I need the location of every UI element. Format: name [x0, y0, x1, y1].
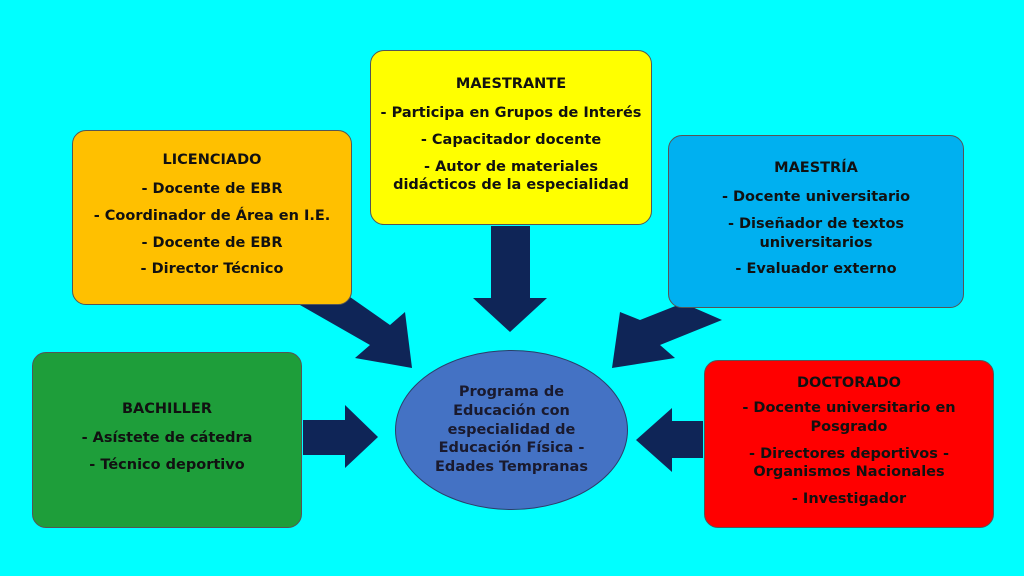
- licenciado-box: LICENCIADO - Docente de EBR - Coordinado…: [72, 130, 352, 305]
- bachiller-item: - Técnico deportivo: [89, 457, 245, 473]
- doctorado-item: - Investigador: [791, 491, 907, 508]
- licenciado-item: - Docente de EBR: [141, 180, 283, 197]
- maestria-item: - Evaluador externo: [735, 261, 897, 278]
- licenciado-item: - Director Técnico: [140, 261, 284, 278]
- maestria-item: - Diseñador de textos universitarios: [727, 215, 905, 251]
- center-text: Programa de Educación con especialidad d…: [435, 383, 588, 476]
- maestrante-box: MAESTRANTE - Participa en Grupos de Inte…: [370, 50, 652, 225]
- doctorado-item: - Docente universitario en Posgrado: [742, 399, 956, 435]
- arrow-doctorado: [636, 408, 703, 472]
- maestrante-item: - Autor de materiales didácticos de la e…: [393, 158, 629, 194]
- center-ellipse: Programa de Educación con especialidad d…: [395, 350, 628, 510]
- bachiller-box: BACHILLER - Asístete de cátedra - Técnic…: [32, 352, 302, 528]
- maestrante-item: - Participa en Grupos de Interés: [380, 104, 642, 121]
- licenciado-item: - Docente de EBR: [141, 234, 283, 251]
- arrow-bachiller: [303, 405, 378, 468]
- licenciado-item: - Coordinador de Área en I.E.: [93, 207, 331, 224]
- maestrante-item: - Capacitador docente: [420, 131, 602, 148]
- arrow-maestrante: [473, 226, 547, 332]
- maestrante-title: MAESTRANTE: [455, 75, 567, 92]
- arrow-maestria: [612, 303, 722, 368]
- maestria-title: MAESTRÍA: [774, 159, 858, 176]
- licenciado-title: LICENCIADO: [162, 151, 262, 168]
- doctorado-title: DOCTORADO: [797, 374, 901, 391]
- doctorado-item: - Directores deportivos - Organismos Nac…: [749, 445, 949, 481]
- arrow-licenciado: [300, 290, 412, 368]
- bachiller-item: - Asístete de cátedra: [81, 430, 253, 447]
- maestria-item: - Docente universitario: [721, 188, 911, 205]
- maestria-box: MAESTRÍA - Docente universitario - Diseñ…: [668, 135, 964, 308]
- doctorado-box: DOCTORADO - Docente universitario en Pos…: [704, 360, 994, 528]
- bachiller-title: BACHILLER: [122, 401, 212, 418]
